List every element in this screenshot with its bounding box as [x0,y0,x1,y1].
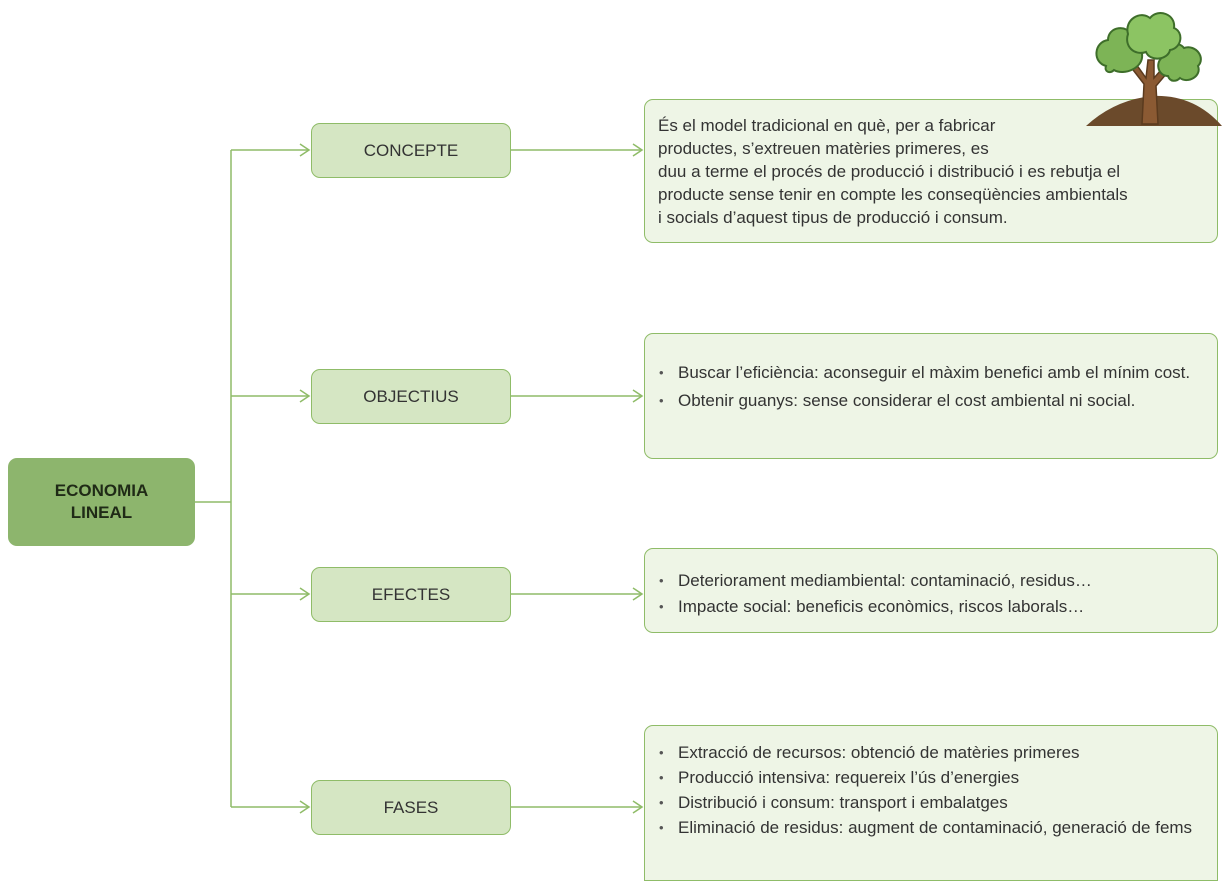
concepte-line: És el model tradicional en què, per a fa… [658,116,996,135]
list-item: Producció intensiva: requereix l’ús d’en… [653,766,1209,789]
node-objectius: OBJECTIUS [311,369,511,424]
concepte-line: duu a terme el procés de producció i dis… [658,162,1121,181]
panel-objectius: Buscar l’eficiència: aconseguir el màxim… [644,333,1218,459]
root-node: ECONOMIA LINEAL [8,458,195,546]
connector-concepte [231,143,644,157]
panel-efectes: Deteriorament mediambiental: contaminaci… [644,548,1218,633]
concepte-line: i socials d’aquest tipus de producció i … [658,208,1008,227]
list-item: Deteriorament mediambiental: contaminaci… [653,569,1209,592]
panel-fases: Extracció de recursos: obtenció de matèr… [644,725,1218,881]
connector-efectes [231,587,644,601]
objectius-list: Buscar l’eficiència: aconseguir el màxim… [653,361,1209,412]
connector-fases [231,800,644,814]
list-item: Buscar l’eficiència: aconseguir el màxim… [653,361,1209,384]
tree-icon [1086,12,1222,126]
list-item: Impacte social: beneficis econòmics, ris… [653,595,1209,618]
list-item: Extracció de recursos: obtenció de matèr… [653,741,1209,764]
connector-objectius [231,389,644,403]
fases-list: Extracció de recursos: obtenció de matèr… [653,741,1209,839]
node-concepte: CONCEPTE [311,123,511,178]
node-fases: FASES [311,780,511,835]
list-item: Obtenir guanys: sense considerar el cost… [653,389,1209,412]
concepte-line: productes, s’extreuen matèries primeres,… [658,139,989,158]
node-efectes: EFECTES [311,567,511,622]
efectes-list: Deteriorament mediambiental: contaminaci… [653,569,1209,618]
list-item: Eliminació de residus: augment de contam… [653,816,1209,839]
list-item: Distribució i consum: transport i embala… [653,791,1209,814]
concepte-line: producte sense tenir en compte les conse… [658,185,1128,204]
